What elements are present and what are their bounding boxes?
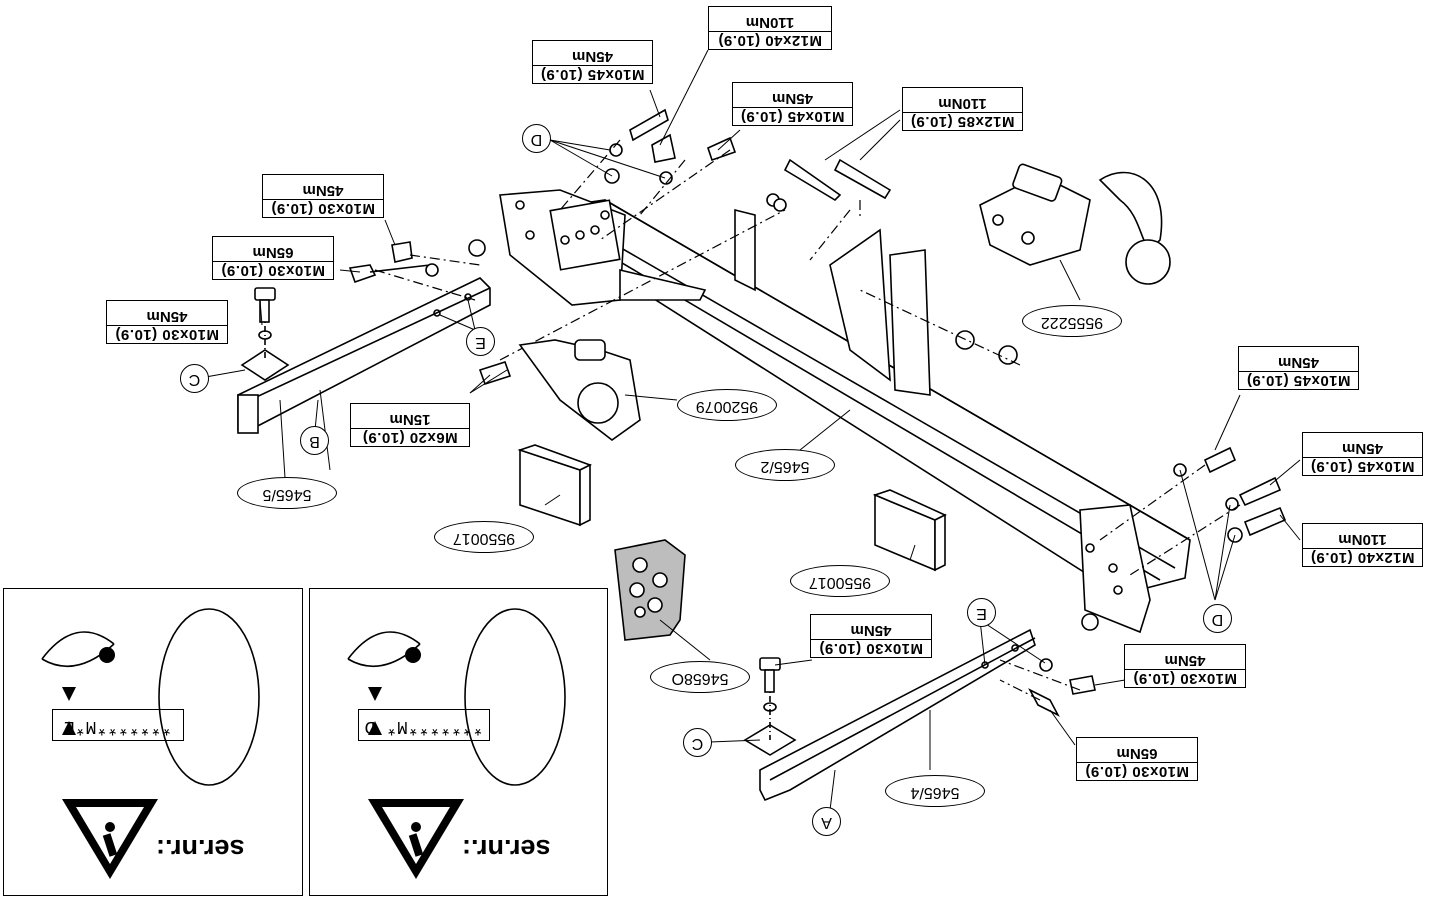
tag-d-top: D (522, 124, 551, 153)
warning-triangle-icon (41, 608, 260, 879)
spacer-plate-left (240, 349, 290, 381)
hardware-bag (614, 539, 686, 641)
bolt-spec-box: M10x30 (10.9)45Nm (810, 614, 932, 658)
tag-d-right: D (1203, 604, 1232, 633)
part-number-electric-kit-left: 9550017 (434, 521, 534, 553)
bolt-spec-box: M6x20 (10.9)15Nm (350, 403, 470, 447)
leader-lines (199, 49, 1301, 811)
assembly-lines (374, 139, 1241, 701)
left-side-arm (237, 277, 491, 434)
serial-stamp: *******M* D (358, 709, 490, 741)
tag-b: B (300, 426, 329, 455)
electric-kit-box-left (517, 444, 593, 527)
bolt-spec-box: M10x30 (10.9)65Nm (212, 236, 334, 280)
bolt-spec-box: M10x30 (10.9)45Nm (106, 300, 228, 344)
serial-label: ser.nr.: (462, 834, 551, 864)
bolt-spec-box: M10x45 (10.9)45Nm (1238, 346, 1359, 390)
main-crossbar (499, 189, 1191, 634)
part-number-electric-kit-right: 9550017 (790, 565, 890, 597)
serial-panel-right: *******M* D ser.nr.: (309, 588, 608, 896)
bolt-spec-box: M12x40 (10.9)110Nm (708, 6, 832, 50)
part-number-right-side-arm: 5465/4 (885, 775, 985, 807)
bolt-spec-box: M12x85 (10.9)110Nm (902, 87, 1023, 131)
bolt-spec-box: M10x45 (10.9)45Nm (1302, 432, 1423, 476)
bolt-group (254, 108, 1287, 717)
bolt-spec-box: M10x45 (10.9)45Nm (532, 40, 653, 84)
tag-e-left: E (466, 327, 495, 356)
part-number-socket-plate: 9520079 (677, 389, 777, 421)
warning-triangle-icon (347, 608, 566, 879)
eye-icon (347, 631, 421, 660)
tag-e-right: E (967, 598, 996, 627)
eye-icon (41, 631, 115, 660)
part-number-left-side-arm: 5465/5 (237, 477, 337, 509)
part-number-main-crossbar: 5465/2 (735, 449, 835, 481)
bolt-spec-box: M10x45 (10.9)45Nm (732, 82, 853, 126)
socket-plate (518, 339, 641, 441)
serial-label: ser.nr.: (156, 834, 245, 864)
serial-stamp: *******M*E (52, 709, 184, 741)
serial-panel-left: *******M*E ser.nr.: (3, 588, 303, 896)
part-number-tow-ball: 9555222 (1022, 305, 1122, 337)
bolt-spec-box: M10x30 (10.9)45Nm (262, 174, 384, 218)
bolt-spec-box: M10x30 (10.9)65Nm (1076, 737, 1198, 781)
tag-c-left: C (180, 364, 209, 393)
bolt-spec-box: M12x40 (10.9)110Nm (1302, 523, 1423, 567)
right-side-arm (759, 628, 1036, 802)
tag-c-right: C (683, 728, 712, 757)
tow-ball (979, 163, 1171, 285)
bolt-spec-box: M10x30 (10.9)45Nm (1124, 644, 1246, 688)
tag-a: A (812, 807, 841, 836)
part-number-hardware-bag: 54658O (650, 661, 750, 693)
electric-kit-box-right (872, 489, 947, 572)
